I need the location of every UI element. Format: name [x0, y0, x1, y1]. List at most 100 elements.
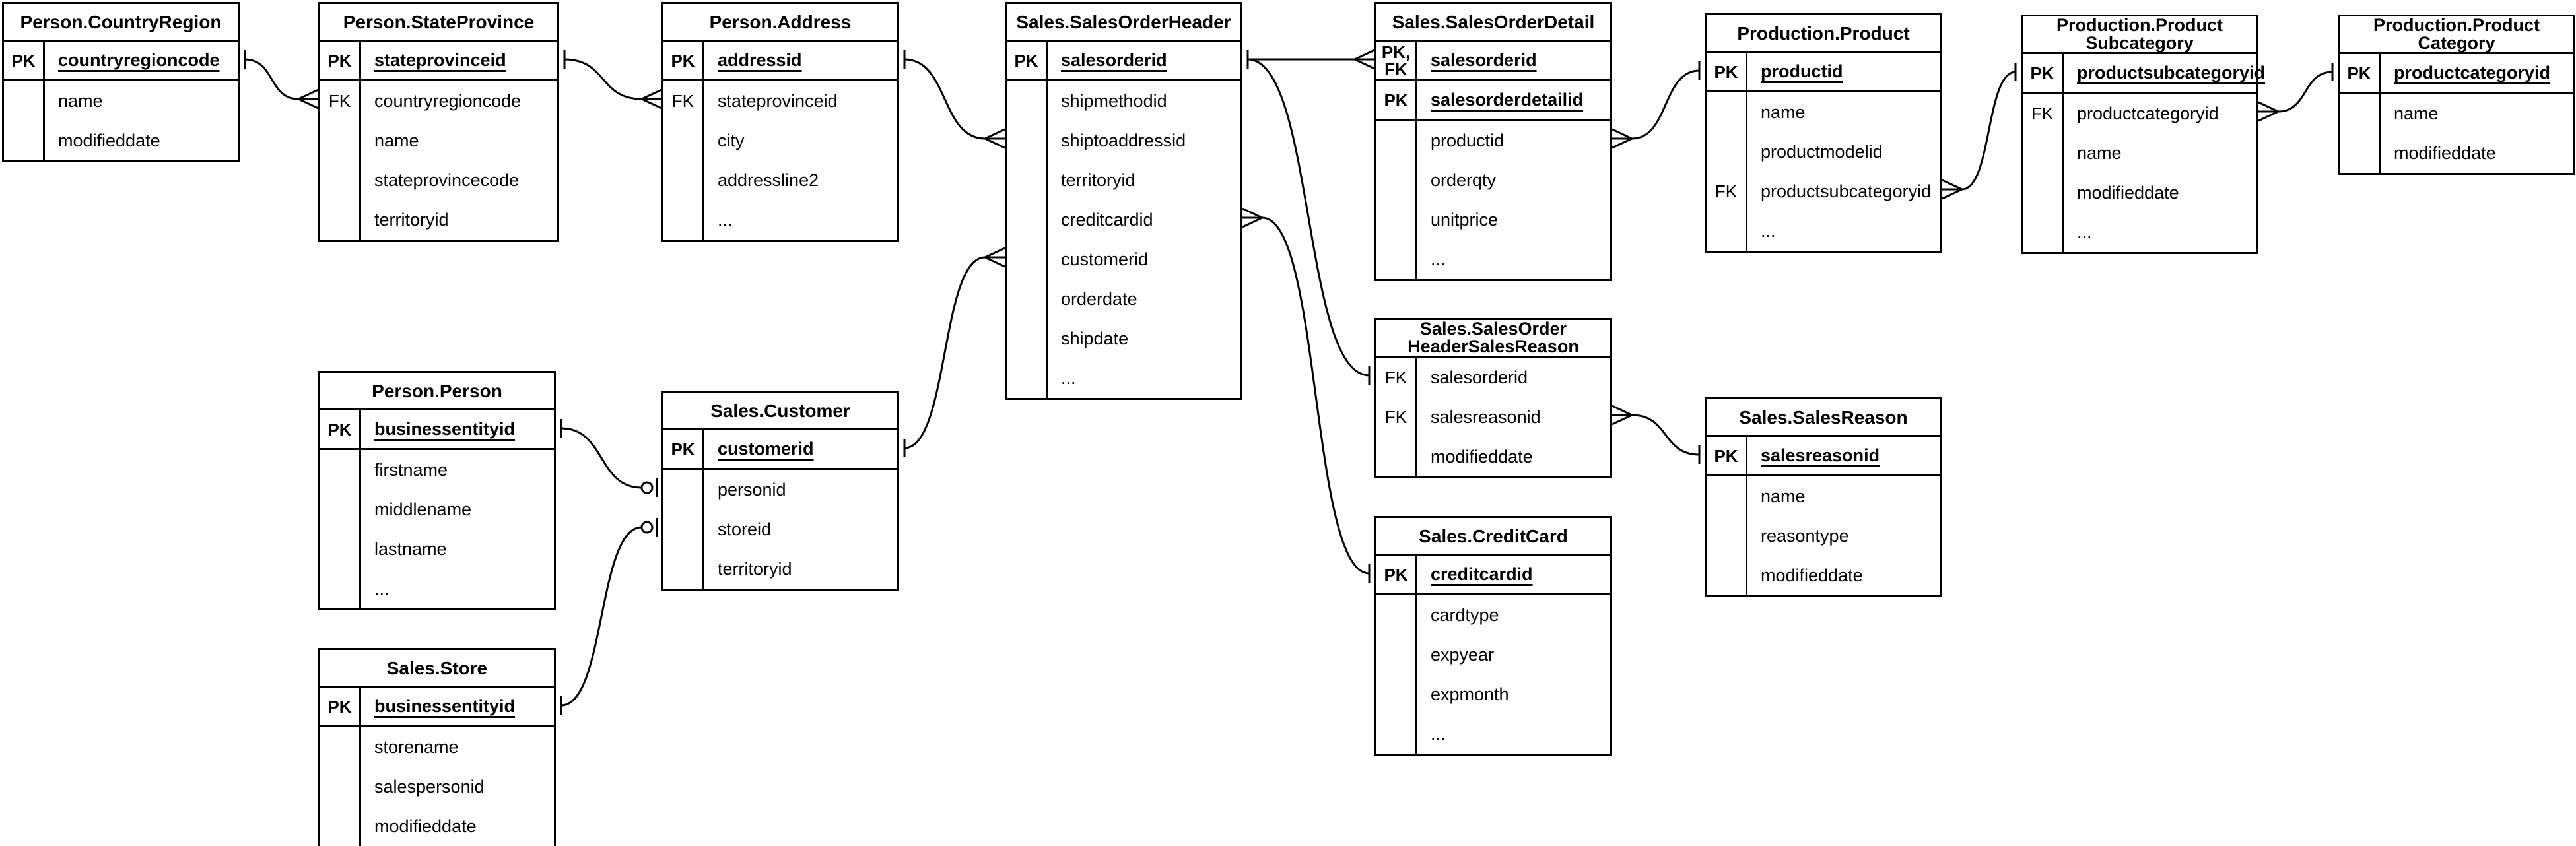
table-row-production-productcategory-modifieddate[interactable]: modifieddate: [2340, 133, 2573, 173]
table-row-person-address-addressline2[interactable]: addressline2: [663, 160, 897, 200]
table-row-sales-salesorderheader-territoryid[interactable]: territoryid: [1007, 160, 1240, 200]
relationship-sales-salesorderheader-sales-salesorderdetail-salesorderid[interactable]: [1246, 49, 1375, 70]
table-row-production-product-[interactable]: ...: [1707, 211, 1940, 251]
table-row-person-stateprovince-stateprovincecode[interactable]: stateprovincecode: [320, 160, 557, 200]
table-row-sales-store-salespersonid[interactable]: salespersonid: [320, 767, 554, 806]
table-row-person-person-middlename[interactable]: middlename: [320, 490, 554, 529]
row-field-name: territoryid: [374, 209, 449, 230]
table-title-line: HeaderSalesReason: [1407, 337, 1579, 356]
table-row-sales-salesorderdetail-productid[interactable]: productid: [1376, 121, 1610, 160]
table-row-sales-salesorderdetail-unitprice[interactable]: unitprice: [1376, 200, 1610, 240]
table-row-sales-salesorderheader-shipdate[interactable]: shipdate: [1007, 319, 1240, 358]
table-row-sales-salesorderheadersalesreason-modifieddate[interactable]: modifieddate: [1376, 437, 1610, 476]
table-title-line: Sales.CreditCard: [1419, 525, 1568, 546]
table-row-sales-store-modifieddate[interactable]: modifieddate: [320, 806, 554, 846]
table-row-person-stateprovince-territoryid[interactable]: territoryid: [320, 200, 557, 240]
table-row-person-address-[interactable]: ...: [663, 200, 897, 240]
table-row-sales-salesorderdetail-[interactable]: ...: [1376, 240, 1610, 279]
relationship-sales-customer-sales-salesorderheader-customerid[interactable]: [903, 247, 1005, 457]
table-row-sales-creditcard-[interactable]: ...: [1376, 714, 1610, 754]
table-row-sales-customer-territoryid[interactable]: territoryid: [663, 549, 897, 589]
table-row-sales-customer-storeid[interactable]: storeid: [663, 509, 897, 549]
row-field-name: stateprovinceid: [718, 90, 838, 111]
relationship-sales-salesorderheader-sales-salesorderheadersalesreason-salesorderid[interactable]: [1246, 50, 1371, 385]
table-row-person-person-firstname[interactable]: firstname: [320, 450, 554, 490]
relationship-sales-salesorderheader-sales-creditcard-creditcardid[interactable]: [1242, 207, 1371, 583]
table-row-sales-salesorderheader-customerid[interactable]: customerid: [1007, 240, 1240, 279]
relationship-production-product-production-productsubcategory-productsubcategoryid[interactable]: [1942, 63, 2017, 200]
table-row-production-productcategory-name[interactable]: name: [2340, 94, 2573, 133]
relationship-sales-salesorderheadersalesreason-sales-salesreason-salesreasonid[interactable]: [1611, 405, 1701, 464]
row-field-name: productsubcategoryid: [2077, 63, 2266, 82]
relationship-sales-salesorderdetail-production-product-productid[interactable]: [1611, 61, 1701, 149]
relationship-person-person-sales-customer-personid[interactable]: [560, 419, 658, 497]
table-row-sales-creditcard-cardtype[interactable]: cardtype: [1376, 595, 1610, 635]
table-row-sales-salesorderheader-shipmethodid[interactable]: shipmethodid: [1007, 81, 1240, 121]
relationship-person-countryregion-person-stateprovince-countryregioncode[interactable]: [244, 50, 319, 110]
table-row-person-person-[interactable]: ...: [320, 569, 554, 608]
table-row-person-person-lastname[interactable]: lastname: [320, 529, 554, 569]
table-row-production-product-productmodelid[interactable]: productmodelid: [1707, 132, 1940, 172]
relationship-sales-store-sales-customer-storeid[interactable]: [560, 518, 658, 715]
table-row-sales-customer-personid[interactable]: personid: [663, 470, 897, 509]
table-row-person-countryregion-modifieddate[interactable]: modifieddate: [4, 121, 238, 160]
table-row-sales-salesorderheader-creditcardid[interactable]: creditcardid: [1007, 200, 1240, 240]
table-row-production-productsubcategory-name[interactable]: name: [2023, 133, 2256, 173]
table-row-person-countryregion-name[interactable]: name: [4, 81, 238, 121]
table-row-sales-creditcard-expmonth[interactable]: expmonth: [1376, 674, 1610, 714]
table-row-production-product-name[interactable]: name: [1707, 92, 1940, 132]
relationship-production-productsubcategory-production-productcategory-productcategoryid[interactable]: [2258, 63, 2334, 122]
table-row-sales-salesorderheader-[interactable]: ...: [1007, 358, 1240, 398]
relationship-person-address-sales-salesorderheader-shiptoaddressid[interactable]: [903, 50, 1005, 149]
table-row-sales-salesorderheader-shiptoaddressid[interactable]: shiptoaddressid: [1007, 121, 1240, 160]
table-row-sales-salesreason-modifieddate[interactable]: modifieddate: [1707, 556, 1940, 595]
table-row-sales-salesreason-reasontype[interactable]: reasontype: [1707, 516, 1940, 556]
table-row-sales-salesreason-name[interactable]: name: [1707, 476, 1940, 516]
table-row-production-productsubcategory-[interactable]: ...: [2023, 212, 2256, 252]
table-row-person-stateprovince-name[interactable]: name: [320, 121, 557, 160]
table-row-person-address-city[interactable]: city: [663, 121, 897, 160]
table-row-sales-salesorderdetail-orderqty[interactable]: orderqty: [1376, 160, 1610, 200]
table-row-sales-store-storename[interactable]: storename: [320, 727, 554, 767]
table-row-sales-creditcard-expyear[interactable]: expyear: [1376, 635, 1610, 674]
row-field-name: salespersonid: [374, 776, 485, 797]
table-row-sales-salesorderheader-orderdate[interactable]: orderdate: [1007, 279, 1240, 319]
table-row-production-productsubcategory-modifieddate[interactable]: modifieddate: [2023, 173, 2256, 212]
relationship-person-stateprovince-person-address-stateprovinceid[interactable]: [563, 50, 662, 110]
